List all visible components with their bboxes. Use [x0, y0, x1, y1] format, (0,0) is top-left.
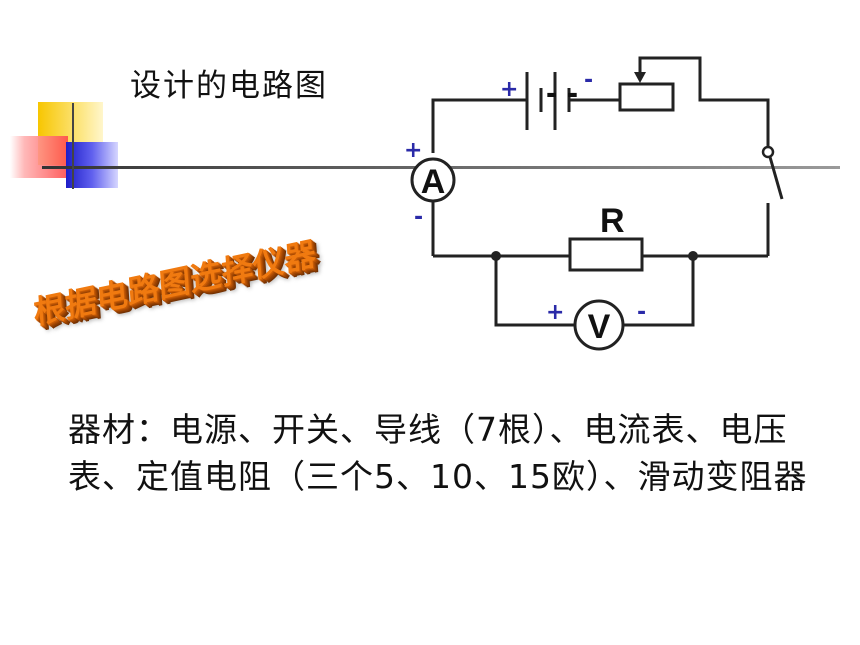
voltmeter-minus: - [637, 300, 646, 325]
wire-voltmeter-right [623, 256, 695, 327]
ammeter-plus: + [404, 138, 422, 163]
ammeter-circle [410, 157, 456, 203]
slide-title: 设计的电路图 [130, 68, 328, 104]
decorative-blue-square [66, 142, 118, 188]
switch-pivot [761, 145, 775, 159]
ammeter-label: A [421, 163, 446, 201]
materials-list: 器材：电源、开关、导线（7根）、电流表、电压表、定值电阻（三个5、10、15欧）… [68, 410, 808, 496]
resistor-label: R [600, 202, 625, 240]
decorative-red-square [10, 136, 68, 178]
battery-minus: - [584, 68, 593, 93]
decorative-vertical-rule [72, 103, 74, 189]
voltmeter-circle [573, 299, 625, 351]
switch-blade [768, 156, 784, 200]
ammeter-minus: - [414, 205, 423, 230]
voltmeter-label: V [588, 308, 611, 346]
battery-plus: + [500, 77, 518, 102]
wire-slider-loop [638, 56, 770, 147]
wire-top-left [431, 98, 527, 153]
wire-voltmeter-left [494, 256, 575, 327]
voltmeter-plus: + [546, 300, 564, 325]
rheostat-body [618, 82, 675, 112]
battery-dashes: - - [546, 74, 578, 112]
resistor-body [568, 237, 644, 272]
rheostat-arrow-icon [634, 72, 646, 83]
